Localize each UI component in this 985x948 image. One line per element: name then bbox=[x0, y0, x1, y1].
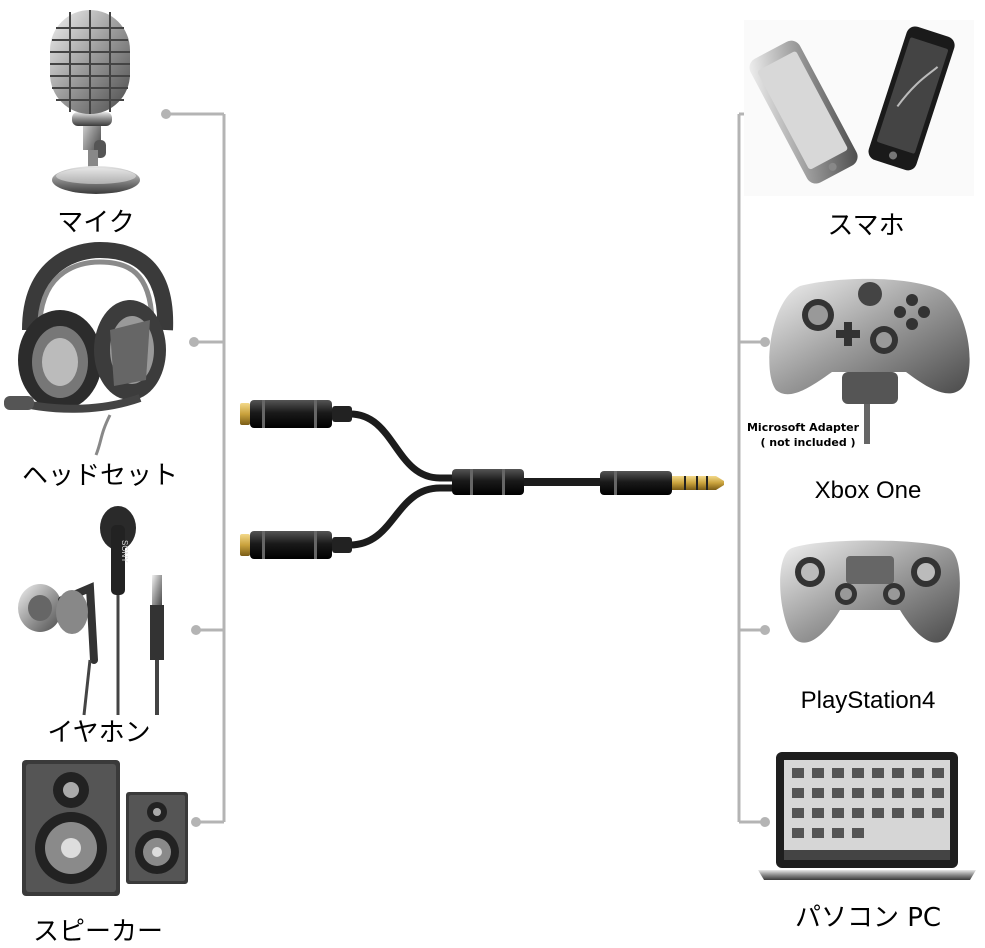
connector-dot bbox=[161, 109, 171, 119]
female-jack-top bbox=[240, 400, 352, 428]
ps4-controller-icon bbox=[780, 540, 960, 643]
smartphones-icon bbox=[744, 20, 974, 196]
earbud-brand: SONY bbox=[120, 540, 129, 563]
device-label-smartphone: スマホ bbox=[827, 211, 904, 241]
male-plug bbox=[600, 471, 724, 495]
connector-dot bbox=[760, 625, 770, 635]
device-label-pc: パソコン PC bbox=[795, 903, 941, 933]
adapter-note-line2: ( not included ) bbox=[760, 436, 855, 449]
y-splitter-cable bbox=[240, 400, 724, 559]
device-label-ps4: PlayStation4 bbox=[801, 687, 936, 714]
device-label-headset: ヘッドセット bbox=[22, 461, 178, 491]
device-label-earphones: イヤホン bbox=[47, 718, 150, 748]
microphone-icon bbox=[50, 10, 140, 194]
connector-dot bbox=[760, 337, 770, 347]
device-label-xbox: Xbox One bbox=[815, 477, 922, 504]
female-jack-bottom bbox=[240, 531, 352, 559]
connector-dot bbox=[191, 817, 201, 827]
earphones-icon: SONY bbox=[18, 506, 164, 716]
connector-lines-right bbox=[737, 112, 778, 824]
adapter-note-line1: Microsoft Adapter bbox=[747, 421, 860, 434]
device-label-mic: マイク bbox=[57, 208, 134, 238]
connector-dot bbox=[189, 337, 199, 347]
headset-icon bbox=[4, 241, 174, 456]
speakers-icon bbox=[22, 760, 188, 896]
laptop-icon bbox=[758, 752, 976, 880]
connector-dot bbox=[760, 817, 770, 827]
xbox-controller-icon bbox=[769, 278, 970, 444]
cable-junction bbox=[452, 469, 524, 495]
device-label-speakers: スピーカー bbox=[33, 917, 163, 947]
connector-dot bbox=[191, 625, 201, 635]
